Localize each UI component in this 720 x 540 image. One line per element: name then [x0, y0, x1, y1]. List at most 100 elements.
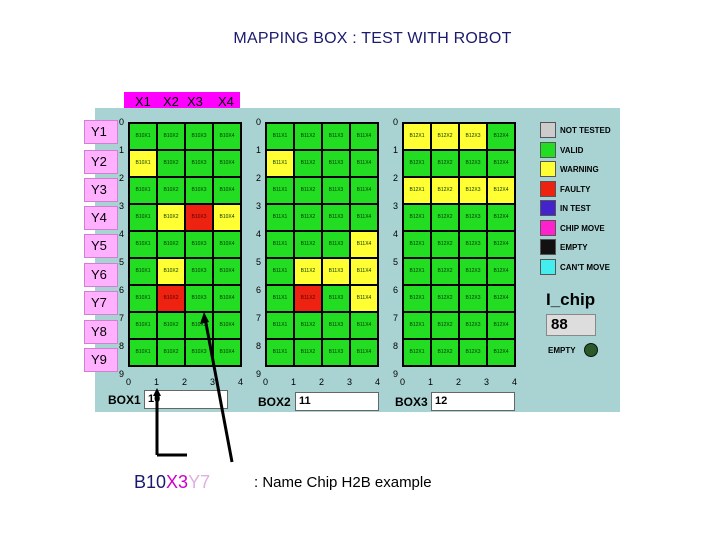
chip-cell[interactable]: B11X2 — [295, 286, 321, 311]
chip-cell[interactable]: B10X1 — [130, 178, 156, 203]
chip-cell[interactable]: B10X1 — [130, 259, 156, 284]
chip-cell[interactable]: B12X2 — [432, 232, 458, 257]
chip-cell[interactable]: B12X4 — [488, 205, 514, 230]
chip-cell[interactable]: B10X2 — [158, 313, 184, 338]
box2-input[interactable]: 11 — [295, 392, 379, 411]
chip-cell[interactable]: B10X1 — [130, 151, 156, 176]
chip-cell[interactable]: B11X4 — [351, 232, 377, 257]
chip-cell[interactable]: B11X1 — [267, 205, 293, 230]
chip-cell[interactable]: B12X2 — [432, 313, 458, 338]
chip-cell[interactable]: B12X3 — [460, 151, 486, 176]
chip-cell[interactable]: B10X3 — [186, 340, 212, 365]
chip-cell[interactable]: B11X1 — [267, 259, 293, 284]
chip-cell[interactable]: B11X3 — [323, 205, 349, 230]
chip-cell[interactable]: B10X4 — [214, 286, 240, 311]
chip-cell[interactable]: B12X1 — [404, 286, 430, 311]
chip-cell[interactable]: B10X4 — [214, 178, 240, 203]
chip-cell[interactable]: B10X3 — [186, 205, 212, 230]
chip-cell[interactable]: B10X2 — [158, 151, 184, 176]
chip-cell[interactable]: B11X4 — [351, 313, 377, 338]
chip-cell[interactable]: B11X4 — [351, 259, 377, 284]
chip-cell[interactable]: B12X1 — [404, 232, 430, 257]
chip-cell[interactable]: B12X4 — [488, 151, 514, 176]
chip-cell[interactable]: B12X3 — [460, 124, 486, 149]
chip-cell[interactable]: B12X3 — [460, 259, 486, 284]
chip-cell[interactable]: B10X3 — [186, 286, 212, 311]
chip-cell[interactable]: B10X1 — [130, 205, 156, 230]
chip-cell[interactable]: B10X1 — [130, 286, 156, 311]
chip-cell[interactable]: B12X2 — [432, 340, 458, 365]
chip-cell[interactable]: B11X2 — [295, 259, 321, 284]
chip-cell[interactable]: B12X1 — [404, 313, 430, 338]
chip-cell[interactable]: B11X1 — [267, 340, 293, 365]
chip-cell[interactable]: B12X1 — [404, 340, 430, 365]
chip-cell[interactable]: B10X1 — [130, 313, 156, 338]
chip-cell[interactable]: B11X2 — [295, 232, 321, 257]
chip-cell[interactable]: B11X2 — [295, 124, 321, 149]
chip-cell[interactable]: B11X4 — [351, 205, 377, 230]
chip-cell[interactable]: B12X4 — [488, 124, 514, 149]
chip-cell[interactable]: B12X2 — [432, 286, 458, 311]
chip-cell[interactable]: B10X4 — [214, 340, 240, 365]
chip-cell[interactable]: B10X2 — [158, 340, 184, 365]
chip-cell[interactable]: B10X3 — [186, 259, 212, 284]
chip-cell[interactable]: B12X3 — [460, 340, 486, 365]
chip-cell[interactable]: B11X2 — [295, 340, 321, 365]
chip-cell[interactable]: B11X4 — [351, 124, 377, 149]
chip-cell[interactable]: B12X3 — [460, 286, 486, 311]
chip-cell[interactable]: B12X1 — [404, 124, 430, 149]
chip-cell[interactable]: B12X3 — [460, 178, 486, 203]
chip-cell[interactable]: B10X2 — [158, 259, 184, 284]
chip-cell[interactable]: B12X4 — [488, 259, 514, 284]
chip-cell[interactable]: B12X4 — [488, 286, 514, 311]
chip-cell[interactable]: B10X3 — [186, 178, 212, 203]
chip-cell[interactable]: B12X2 — [432, 178, 458, 203]
chip-cell[interactable]: B10X2 — [158, 286, 184, 311]
chip-cell[interactable]: B12X4 — [488, 232, 514, 257]
chip-cell[interactable]: B11X1 — [267, 286, 293, 311]
chip-cell[interactable]: B11X1 — [267, 313, 293, 338]
chip-cell[interactable]: B11X4 — [351, 178, 377, 203]
chip-cell[interactable]: B10X3 — [186, 232, 212, 257]
chip-cell[interactable]: B11X3 — [323, 232, 349, 257]
chip-cell[interactable]: B11X2 — [295, 151, 321, 176]
chip-cell[interactable]: B11X4 — [351, 286, 377, 311]
chip-cell[interactable]: B11X4 — [351, 340, 377, 365]
chip-cell[interactable]: B11X1 — [267, 232, 293, 257]
chip-cell[interactable]: B10X1 — [130, 124, 156, 149]
chip-cell[interactable]: B11X1 — [267, 124, 293, 149]
chip-cell[interactable]: B10X3 — [186, 151, 212, 176]
chip-cell[interactable]: B10X2 — [158, 178, 184, 203]
chip-cell[interactable]: B10X1 — [130, 232, 156, 257]
chip-cell[interactable]: B12X4 — [488, 313, 514, 338]
chip-cell[interactable]: B11X1 — [267, 151, 293, 176]
chip-cell[interactable]: B10X1 — [130, 340, 156, 365]
chip-cell[interactable]: B10X3 — [186, 124, 212, 149]
chip-cell[interactable]: B11X3 — [323, 259, 349, 284]
chip-cell[interactable]: B12X3 — [460, 205, 486, 230]
chip-cell[interactable]: B10X2 — [158, 205, 184, 230]
chip-cell[interactable]: B12X1 — [404, 205, 430, 230]
chip-cell[interactable]: B10X4 — [214, 124, 240, 149]
chip-cell[interactable]: B10X2 — [158, 124, 184, 149]
chip-cell[interactable]: B11X1 — [267, 178, 293, 203]
chip-cell[interactable]: B11X3 — [323, 340, 349, 365]
chip-cell[interactable]: B11X2 — [295, 313, 321, 338]
chip-cell[interactable]: B11X3 — [323, 178, 349, 203]
chip-cell[interactable]: B12X2 — [432, 151, 458, 176]
chip-cell[interactable]: B10X2 — [158, 232, 184, 257]
chip-cell[interactable]: B11X2 — [295, 178, 321, 203]
chip-cell[interactable]: B11X2 — [295, 205, 321, 230]
chip-cell[interactable]: B12X1 — [404, 259, 430, 284]
chip-cell[interactable]: B11X3 — [323, 124, 349, 149]
chip-cell[interactable]: B10X4 — [214, 313, 240, 338]
chip-cell[interactable]: B10X4 — [214, 205, 240, 230]
chip-cell[interactable]: B10X4 — [214, 151, 240, 176]
box3-input[interactable]: 12 — [431, 392, 515, 411]
chip-cell[interactable]: B12X2 — [432, 259, 458, 284]
chip-cell[interactable]: B10X4 — [214, 259, 240, 284]
chip-cell[interactable]: B12X3 — [460, 232, 486, 257]
chip-cell[interactable]: B12X4 — [488, 178, 514, 203]
chip-cell[interactable]: B12X2 — [432, 124, 458, 149]
chip-cell[interactable]: B12X4 — [488, 340, 514, 365]
